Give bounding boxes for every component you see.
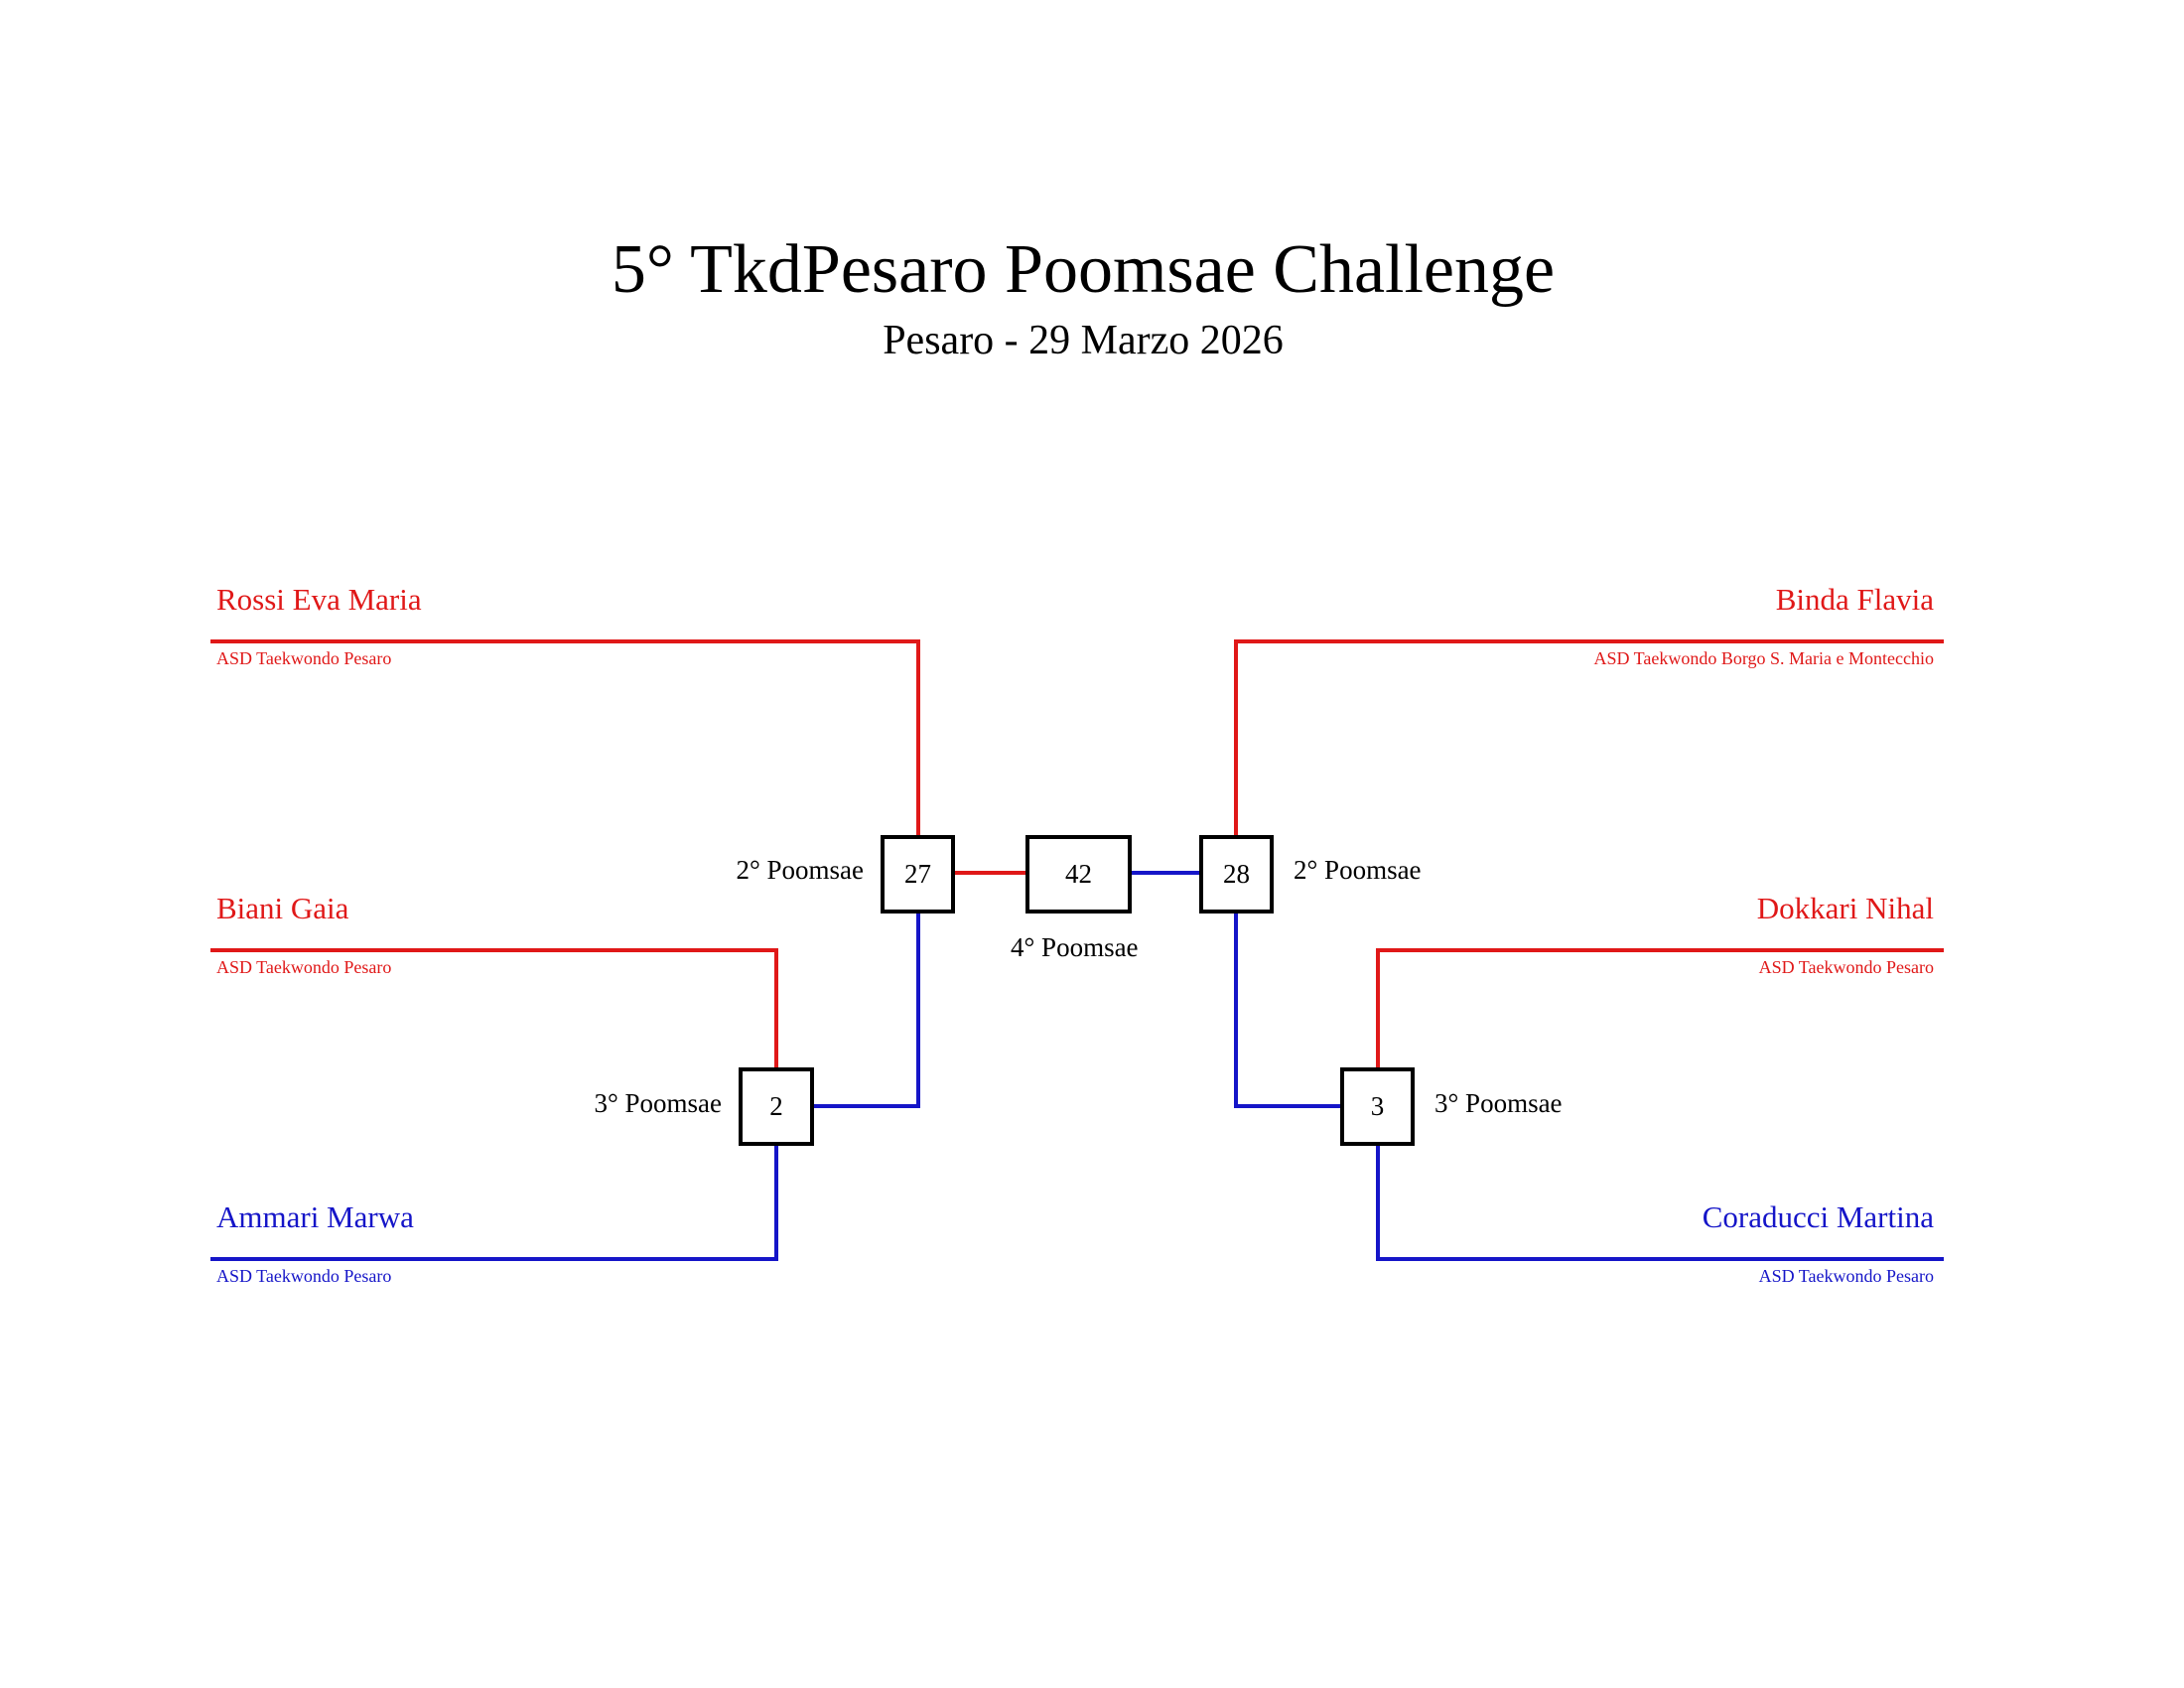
- athlete-club-biani: ASD Taekwondo Pesaro: [216, 957, 392, 977]
- page-subtitle: Pesaro - 29 Marzo 2026: [883, 318, 1284, 363]
- match-number: 28: [1223, 859, 1250, 889]
- athlete-name-rossi: Rossi Eva Maria: [216, 582, 422, 617]
- round-label-28: 2° Poomsae: [1294, 855, 1422, 885]
- match-number: 2: [769, 1091, 783, 1121]
- line-coraducci-to-3: [1376, 1145, 1944, 1261]
- athlete-name-coraducci: Coraducci Martina: [1702, 1199, 1934, 1234]
- line-dokkari-to-3: [1376, 948, 1944, 1068]
- line-2-to-27: [814, 912, 920, 1108]
- athlete-club-coraducci: ASD Taekwondo Pesaro: [1758, 1266, 1934, 1286]
- match-box-28[interactable]: 28: [1199, 835, 1274, 914]
- line-3-to-28: [1234, 912, 1340, 1108]
- athlete-name-binda: Binda Flavia: [1775, 582, 1934, 617]
- line-ammari-to-2: [210, 1145, 778, 1261]
- round-label-42: 4° Poomsae: [1011, 932, 1139, 962]
- match-number: 42: [1065, 859, 1092, 889]
- line-biani-to-2: [210, 948, 778, 1068]
- round-label-2: 3° Poomsae: [594, 1088, 722, 1118]
- athlete-club-dokkari: ASD Taekwondo Pesaro: [1758, 957, 1934, 977]
- match-number: 3: [1370, 1091, 1385, 1121]
- line-rossi-to-27: [210, 639, 920, 837]
- athlete-name-dokkari: Dokkari Nihal: [1756, 891, 1934, 925]
- athlete-name-ammari: Ammari Marwa: [216, 1199, 414, 1234]
- match-box-3[interactable]: 3: [1340, 1067, 1415, 1146]
- match-box-42[interactable]: 42: [1025, 835, 1132, 914]
- athlete-name-biani: Biani Gaia: [216, 891, 349, 925]
- round-label-3: 3° Poomsae: [1434, 1088, 1563, 1118]
- athlete-club-binda: ASD Taekwondo Borgo S. Maria e Montecchi…: [1593, 648, 1934, 668]
- match-box-27[interactable]: 27: [881, 835, 955, 914]
- line-binda-to-28: [1234, 639, 1944, 837]
- athlete-club-rossi: ASD Taekwondo Pesaro: [216, 648, 392, 668]
- round-label-27: 2° Poomsae: [736, 855, 864, 885]
- page-title: 5° TkdPesaro Poomsae Challenge: [611, 231, 1556, 308]
- match-box-2[interactable]: 2: [739, 1067, 814, 1146]
- match-number: 27: [904, 859, 931, 889]
- athlete-club-ammari: ASD Taekwondo Pesaro: [216, 1266, 392, 1286]
